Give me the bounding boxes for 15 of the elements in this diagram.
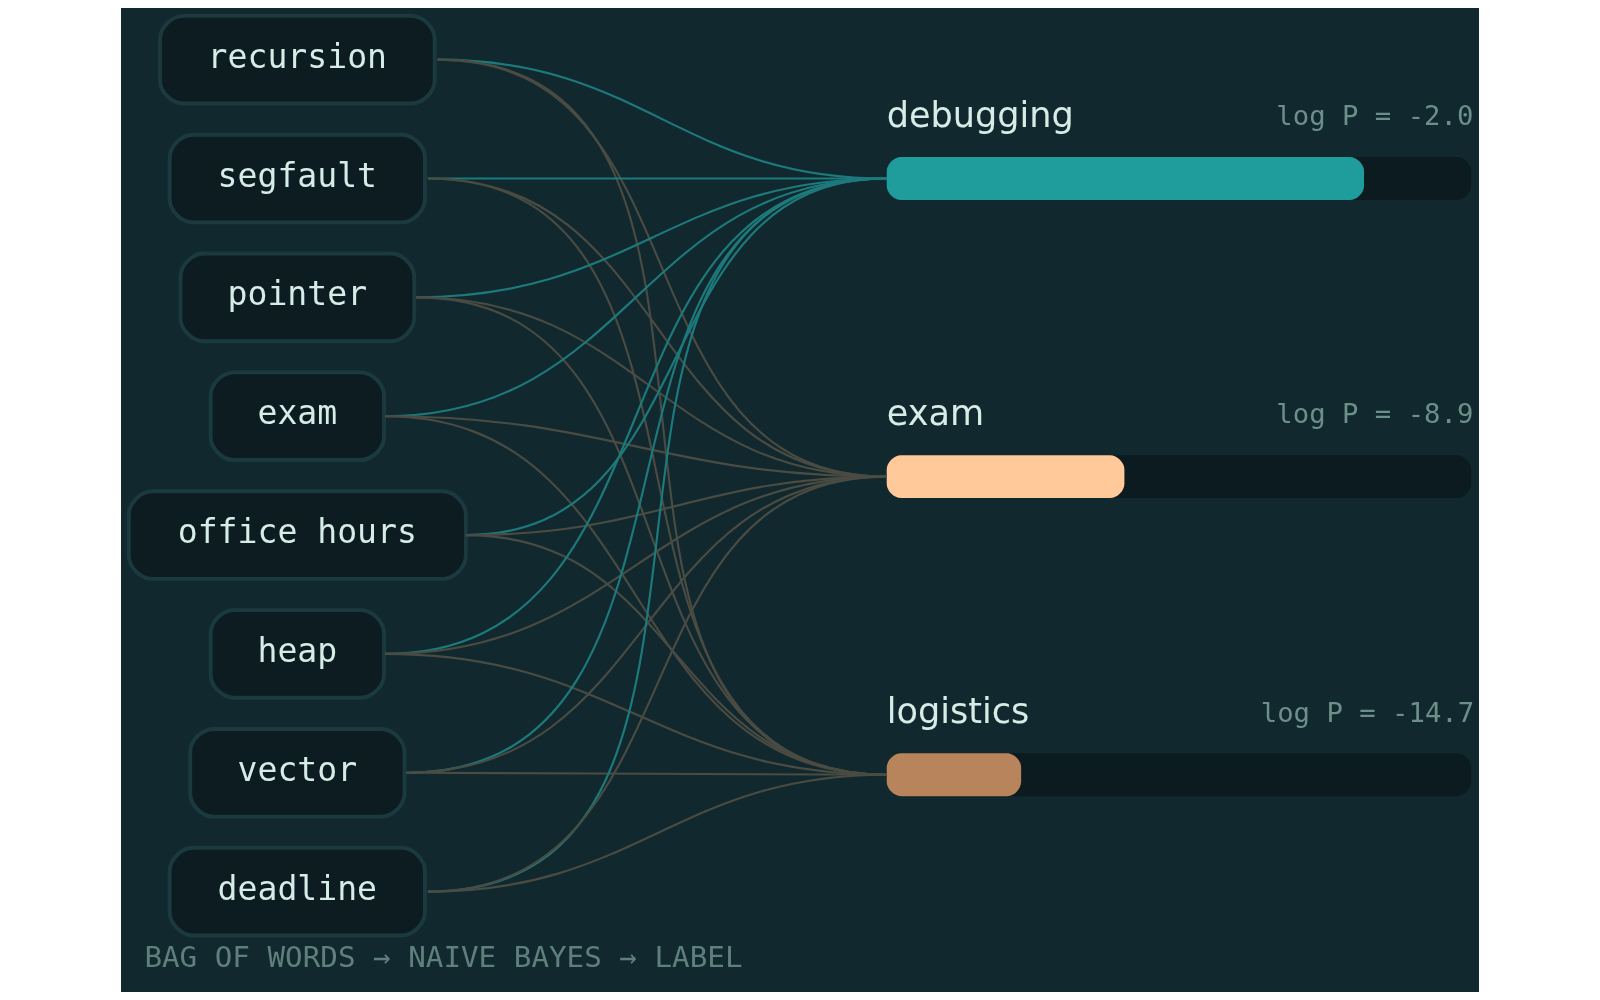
- node-box: segfault: [167, 132, 427, 225]
- node-box: deadline: [167, 845, 427, 938]
- node-box: vector: [188, 726, 407, 819]
- node-box: pointer: [178, 251, 417, 344]
- node-box: office hours: [126, 489, 468, 581]
- node-label: debugging: [886, 93, 1074, 135]
- caption: BAG OF WORDS → NAIVE BAYES → LABEL: [144, 939, 743, 974]
- node-label: log P = -2.0: [1276, 100, 1474, 132]
- node-box: exam: [208, 370, 386, 462]
- node-label: logistics: [886, 689, 1030, 731]
- node-box: recursion: [158, 13, 437, 106]
- node-label: log P = -14.7: [1260, 696, 1475, 728]
- node-label: log P = -8.9: [1276, 398, 1474, 430]
- node-label: exam: [886, 391, 985, 433]
- node-box: heap: [208, 608, 386, 700]
